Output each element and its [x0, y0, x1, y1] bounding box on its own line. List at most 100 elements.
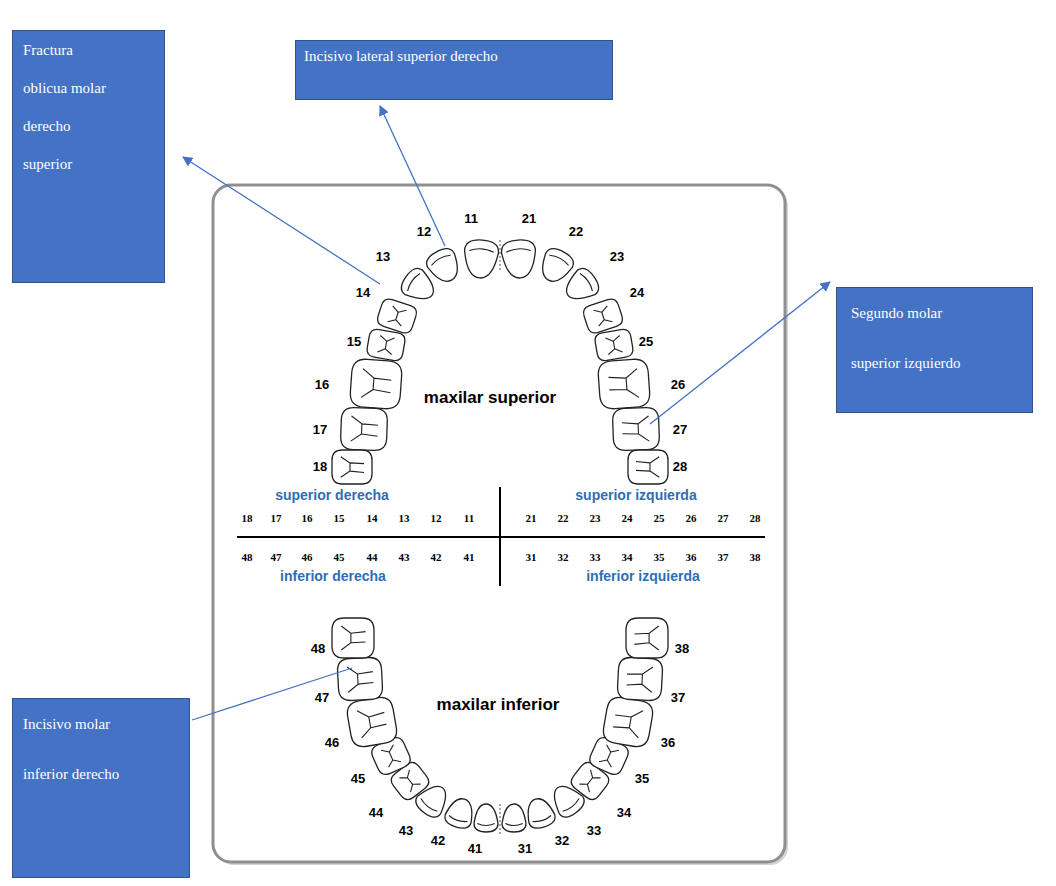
- midline: [500, 804, 501, 834]
- tooth-outline: [340, 407, 387, 451]
- quadrant-name: inferior izquierda: [586, 568, 700, 584]
- tooth-fissure: [420, 798, 438, 813]
- tooth-number: 24: [630, 285, 644, 300]
- tooth-number: 48: [311, 641, 325, 656]
- tooth-drawing: [397, 265, 440, 308]
- tooth-fissure: [636, 457, 659, 477]
- tooth-number: 38: [675, 641, 689, 656]
- quadrant-number: 45: [334, 551, 345, 563]
- leader-line: [192, 668, 352, 720]
- tooth-number: 31: [518, 841, 532, 856]
- tooth-fissure: [406, 272, 420, 291]
- tooth-fissure: [580, 272, 594, 291]
- quadrant-name: superior derecha: [275, 487, 389, 503]
- quadrant-name: superior izquierda: [575, 487, 696, 503]
- tooth-fissure: [594, 306, 613, 326]
- tooth-number: 45: [351, 771, 365, 786]
- midline: [500, 240, 501, 272]
- tooth-outline: [332, 618, 374, 658]
- tooth-fissure: [599, 745, 619, 768]
- tooth-outline: [617, 657, 663, 701]
- tooth-fissure: [549, 253, 569, 265]
- tooth-outline: [443, 795, 478, 831]
- tooth-number: 43: [399, 823, 413, 838]
- tooth-fissure: [506, 248, 531, 252]
- tooth-drawing: [332, 618, 374, 658]
- tooth-drawing: [376, 297, 419, 335]
- tooth-fissure: [533, 816, 552, 824]
- callout-text: Incisivo lateral superior derecho: [304, 41, 604, 71]
- tooth-drawing: [443, 795, 478, 831]
- tooth-number: 27: [673, 422, 687, 437]
- tooth-outline: [601, 695, 654, 748]
- tooth-fissure: [347, 666, 374, 693]
- tooth-number: 13: [376, 249, 390, 264]
- callout-text: Fractura oblicua molar derecho superior: [23, 31, 113, 183]
- tooth-drawing: [345, 695, 398, 748]
- leader-line: [183, 157, 380, 284]
- tooth-drawing: [559, 265, 602, 308]
- tooth-fissure: [357, 706, 388, 738]
- tooth-fissure: [505, 824, 522, 826]
- callout-box: Segundo molar superior izquierdo: [836, 287, 1033, 413]
- arch-name: maxilar inferior: [437, 695, 560, 715]
- tooth-number: 23: [610, 249, 624, 264]
- tooth-outline: [628, 450, 668, 484]
- tooth-drawing: [474, 804, 498, 832]
- tooth-outline: [337, 657, 383, 701]
- quadrant-number: 41: [464, 551, 475, 563]
- tooth-number: 12: [417, 224, 431, 239]
- tooth-fissure: [469, 248, 494, 252]
- quadrant-number: 31: [526, 551, 537, 563]
- quadrant-number: 12: [431, 512, 442, 524]
- tooth-drawing: [332, 450, 372, 484]
- quadrant-number: 18: [242, 512, 253, 524]
- callout-box: Fractura oblicua molar derecho superior: [12, 30, 165, 283]
- tooth-number: 22: [569, 224, 583, 239]
- leader-line: [650, 282, 830, 424]
- tooth-number: 33: [587, 823, 601, 838]
- tooth-number: 47: [315, 690, 329, 705]
- tooth-number: 36: [661, 735, 675, 750]
- quadrant-number: 27: [718, 512, 729, 524]
- tooth-number: 17: [313, 422, 327, 437]
- tooth-number: 15: [347, 334, 361, 349]
- tooth-fissure: [626, 666, 653, 693]
- callout-text: Incisivo molar inferior derecho: [23, 699, 138, 799]
- quadrant-number: 25: [654, 512, 665, 524]
- tooth-outline: [502, 804, 526, 832]
- tooth-outline: [597, 358, 650, 409]
- tooth-drawing: [601, 695, 654, 748]
- tooth-drawing: [340, 407, 387, 451]
- quadrant-divider: [499, 487, 501, 586]
- tooth-outline: [376, 297, 419, 335]
- quadrant-number: 38: [750, 551, 761, 563]
- tooth-outline: [345, 695, 398, 748]
- tooth-fissure: [430, 253, 450, 265]
- tooth-number: 26: [671, 377, 685, 392]
- quadrant-number: 44: [367, 551, 378, 563]
- callout-text: Segundo molar superior izquierdo: [851, 288, 971, 388]
- quadrant-number: 16: [302, 512, 313, 524]
- callout-box: Incisivo lateral superior derecho: [295, 40, 613, 100]
- tooth-outline: [463, 239, 500, 279]
- tooth-fissure: [399, 770, 420, 792]
- tooth-outline: [612, 407, 659, 451]
- quadrant-number: 46: [302, 551, 313, 563]
- quadrant-number: 23: [590, 512, 601, 524]
- tooth-fissure: [477, 824, 494, 826]
- quadrant-number: 24: [622, 512, 633, 524]
- quadrant-number: 13: [399, 512, 410, 524]
- quadrant-number: 17: [271, 512, 282, 524]
- tooth-fissure: [563, 798, 581, 813]
- tooth-number: 34: [617, 805, 631, 820]
- tooth-fissure: [341, 626, 365, 650]
- quadrant-number: 21: [526, 512, 537, 524]
- quadrant-number: 35: [654, 551, 665, 563]
- tooth-outline: [474, 804, 498, 832]
- tooth-drawing: [501, 239, 538, 279]
- tooth-number: 41: [468, 841, 482, 856]
- quadrant-number: 11: [464, 512, 474, 524]
- tooth-number: 32: [555, 833, 569, 848]
